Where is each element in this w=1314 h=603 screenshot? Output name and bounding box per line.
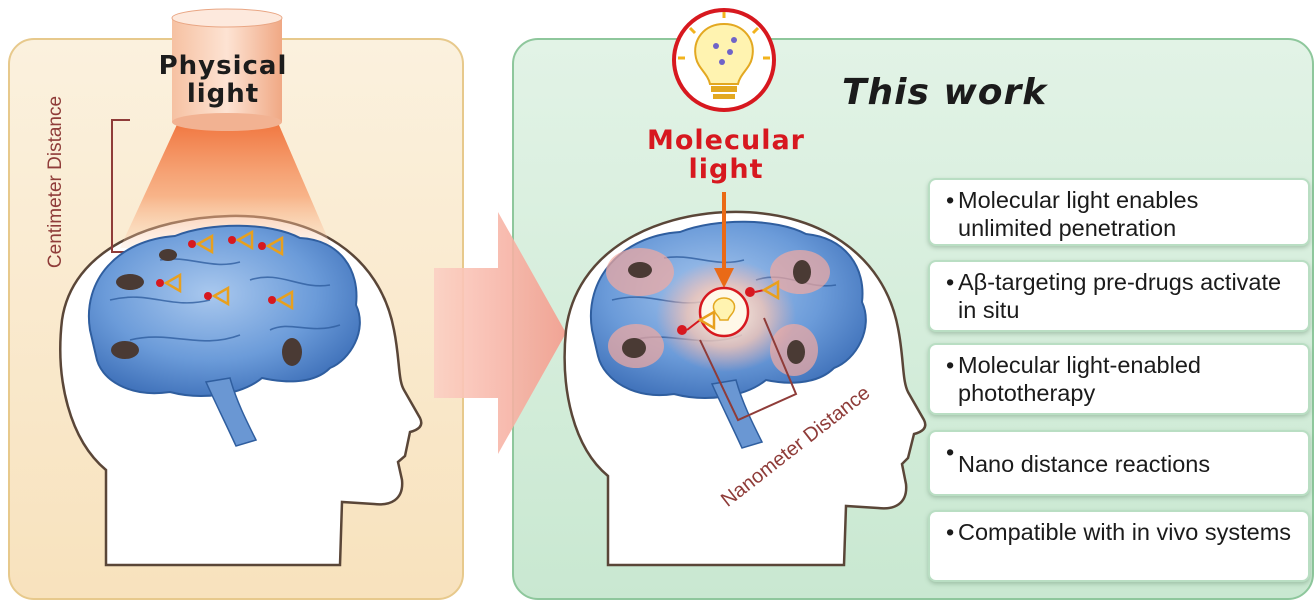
centimeter-distance-label: Centimeter Distance — [46, 82, 66, 282]
in-brain-target-icon — [700, 288, 748, 336]
molecular-light-bulb-icon — [674, 10, 774, 110]
benefit-box-prodrug-activation: Aβ-targeting pre-drugs activate in situ — [928, 260, 1310, 332]
molecular-light-label: Molecular light — [636, 126, 816, 184]
transition-arrow — [434, 212, 566, 454]
benefit-box-nano-distance: Nano distance reactions — [928, 430, 1310, 496]
benefit-box-penetration: Molecular light enables unlimited penetr… — [928, 178, 1310, 246]
this-work-heading: This work — [842, 72, 1047, 113]
physical-light-label: Physical light — [148, 52, 298, 108]
benefit-box-in-vivo: Compatible with in vivo systems — [928, 510, 1310, 582]
benefit-box-phototherapy: Molecular light-enabled phototherapy — [928, 343, 1310, 415]
